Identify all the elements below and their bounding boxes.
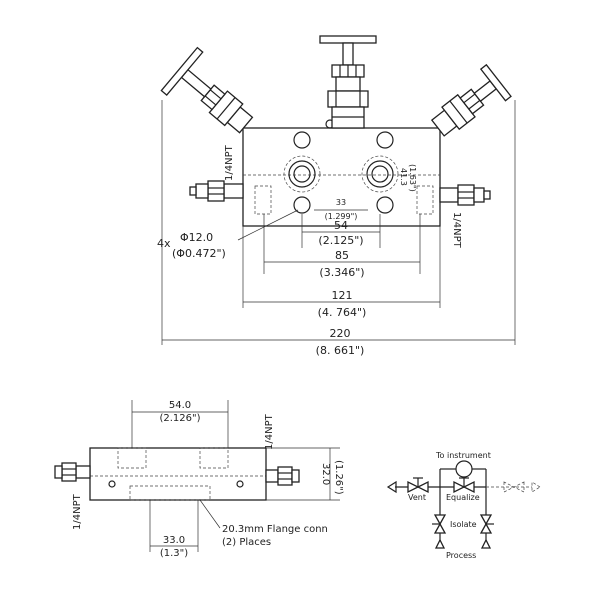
- dim-54-mm: 54: [334, 219, 348, 232]
- dim-121-in: (4. 764"): [318, 306, 367, 319]
- port-label-right: 1/4NPT: [451, 212, 462, 249]
- dim-54-in: (2.125"): [318, 234, 363, 247]
- dim-85-in: (3.346"): [319, 266, 364, 279]
- dim-413-mm: 41.3: [399, 168, 408, 186]
- isolate-valve-right-symbol: [479, 514, 494, 534]
- valve-top-right: [430, 63, 512, 137]
- side-dim-54-in: (2.126"): [159, 413, 200, 424]
- center-port-right: [361, 155, 399, 193]
- vent-fitting-right: [439, 184, 491, 206]
- top-view: 1/4NPT 1/4NPT 33 (1.299") 41.3 (1.63") 4…: [157, 35, 516, 357]
- schematic-label-process: Process: [446, 551, 476, 560]
- instrument-gauge: [455, 460, 473, 478]
- side-port-label-left: 1/4NPT: [72, 493, 83, 530]
- flange-note-line-1: 20.3mm Flange conn: [222, 524, 328, 535]
- side-fitting-left: [54, 462, 91, 482]
- mount-hole-3: [293, 196, 311, 214]
- vent-fitting-left: [189, 180, 244, 202]
- equalize-valve-symbol: [453, 477, 475, 494]
- side-port-label-top: 1/4NPT: [264, 413, 275, 450]
- side-dim-33-mm: 33.0: [163, 535, 185, 546]
- process-arrow-right: [480, 538, 492, 549]
- mount-hole-4: [376, 196, 394, 214]
- dim-121-mm: 121: [332, 289, 353, 302]
- schematic-label-isolate: Isolate: [450, 520, 477, 529]
- schematic-label-vent: Vent: [408, 493, 426, 502]
- mount-hole-1: [293, 131, 311, 149]
- valve-top-left: [160, 46, 254, 134]
- dim-220-mm: 220: [330, 327, 351, 340]
- schematic-label-to-instrument: To instrument: [435, 451, 491, 460]
- process-arrow-left: [434, 538, 446, 549]
- flange-note-line-2: (2) Places: [222, 537, 271, 548]
- side-dim-33-in: (1.3"): [160, 548, 188, 559]
- dim-33-mm: 33: [336, 198, 346, 207]
- port-label-top-left: 1/4NPT: [224, 144, 235, 181]
- dim-85-mm: 85: [335, 249, 349, 262]
- side-view: 1/4NPT 1/4NPT 54.0 (2.126") 32.0 (1.26")…: [54, 400, 344, 559]
- schematic-label-equalize: Equalize: [446, 493, 480, 502]
- side-dim-32-in: (1.26"): [333, 460, 344, 495]
- isolate-valve-left-symbol: [432, 514, 447, 534]
- manifold-body-side: [89, 447, 267, 501]
- side-dim-32-mm: 32.0: [320, 463, 331, 485]
- valve-top-center: [319, 35, 377, 129]
- center-port-left: [283, 155, 321, 193]
- hole-dia-mm: Φ12.0: [180, 231, 213, 244]
- vent-valve-right-symbol: [503, 481, 541, 493]
- valve-schematic: To instrument Vent Equalize: [386, 451, 541, 560]
- hole-count-label: 4x: [157, 237, 171, 250]
- side-fitting-right: [265, 466, 300, 486]
- side-dim-54-mm: 54.0: [169, 400, 191, 411]
- vent-valve-symbol: [407, 477, 429, 494]
- hole-dia-in: (Φ0.472"): [172, 247, 226, 260]
- dim-220-in: (8. 661"): [316, 344, 365, 357]
- mount-hole-2: [376, 131, 394, 149]
- dim-33-in: (1.299"): [325, 212, 358, 221]
- dim-413-in: (1.63"): [408, 164, 417, 192]
